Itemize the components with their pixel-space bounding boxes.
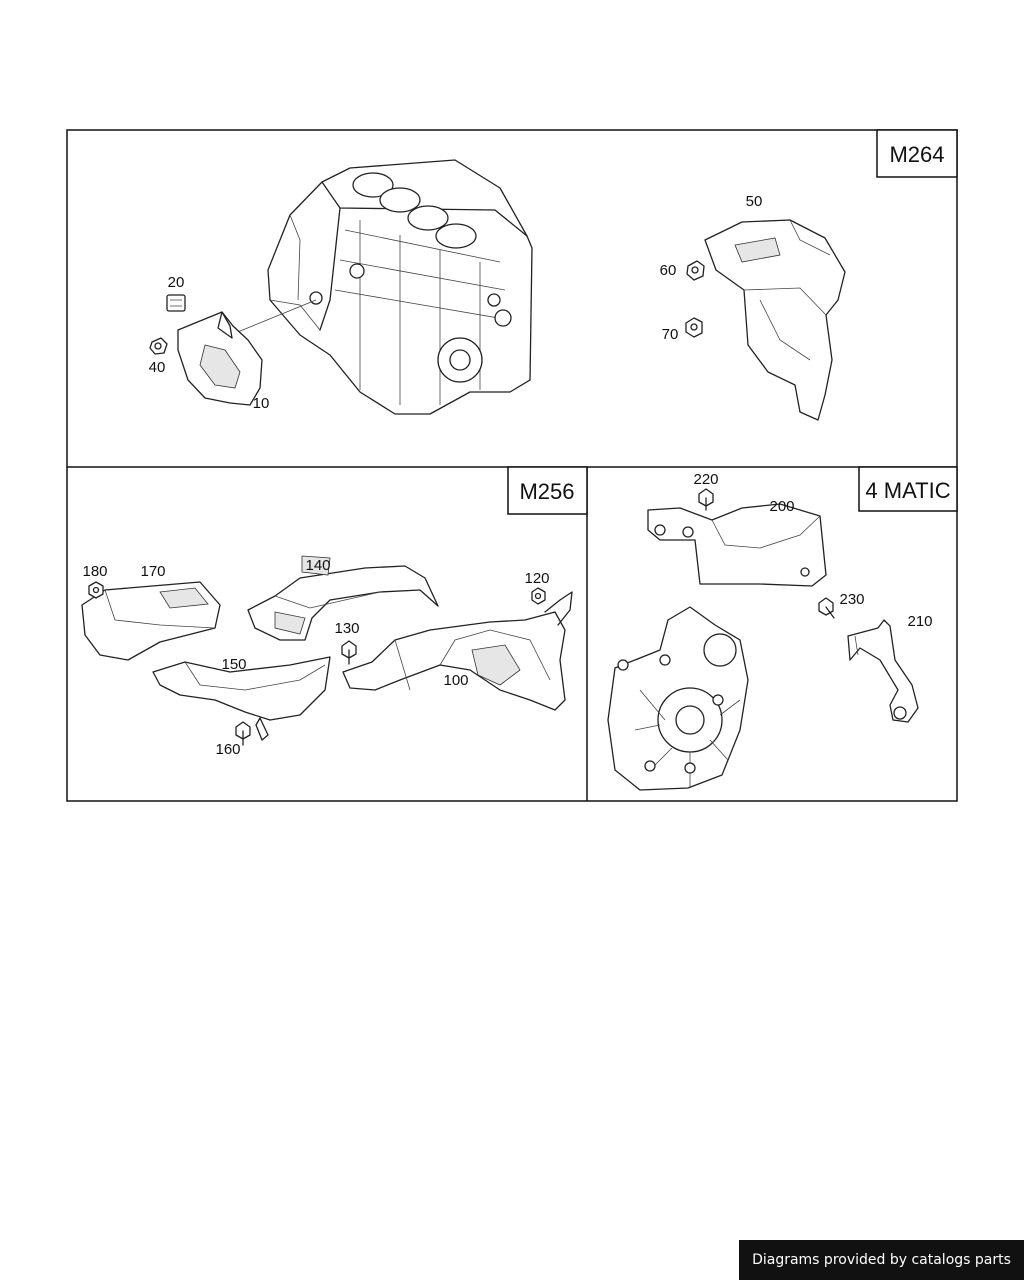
heat-shield-10-drawing <box>177 311 263 406</box>
callout-20: 20 <box>168 274 185 291</box>
callout-180: 180 <box>82 563 107 580</box>
leader-line-10 <box>227 299 317 337</box>
callout-200: 200 <box>769 498 794 515</box>
bolt-120-drawing <box>531 587 546 605</box>
nut-40-drawing <box>149 337 168 355</box>
callout-210: 210 <box>907 613 932 630</box>
heat-shield-170-drawing <box>81 581 221 661</box>
transfer-case-drawing <box>607 606 749 791</box>
heat-shield-200-drawing <box>647 503 827 587</box>
heat-shield-150-drawing <box>152 656 331 741</box>
callout-70: 70 <box>662 326 679 343</box>
callout-120: 120 <box>524 570 549 587</box>
callout-130: 130 <box>334 620 359 637</box>
callout-220: 220 <box>693 471 718 488</box>
callout-100: 100 <box>443 672 468 689</box>
tag-m264: M264 <box>876 129 958 178</box>
clip-20-drawing <box>166 294 186 312</box>
callout-40: 40 <box>149 359 166 376</box>
heat-shield-50-drawing <box>704 219 846 421</box>
callout-150: 150 <box>221 656 246 673</box>
footer-credit: Diagrams provided by catalogs parts <box>739 1240 1024 1280</box>
bolt-230-drawing <box>818 597 835 619</box>
callout-160: 160 <box>215 741 240 758</box>
tag-4matic-text: 4 MATIC <box>865 478 950 503</box>
callout-10: 10 <box>253 395 270 412</box>
callout-140: 140 <box>305 557 330 574</box>
nut-60-drawing <box>686 260 705 281</box>
bolt-220-drawing <box>698 488 714 511</box>
heat-shield-100-drawing <box>342 591 573 711</box>
tag-m256-text: M256 <box>519 479 574 504</box>
tag-4matic: 4 MATIC <box>858 466 958 512</box>
bolt-130-drawing <box>341 640 357 665</box>
callout-60: 60 <box>660 262 677 279</box>
callout-230: 230 <box>839 591 864 608</box>
engine-block-drawing <box>267 159 533 415</box>
nut-70-drawing <box>685 317 703 338</box>
tag-m264-text: M264 <box>889 142 944 167</box>
callout-50: 50 <box>746 193 763 210</box>
bolt-160-drawing <box>235 721 251 746</box>
bracket-210-drawing <box>847 619 919 723</box>
diagram-frame <box>66 129 958 802</box>
bolt-180-drawing <box>88 581 104 599</box>
callout-170: 170 <box>140 563 165 580</box>
tag-m256: M256 <box>507 466 588 515</box>
heat-shield-140-drawing <box>247 555 439 641</box>
